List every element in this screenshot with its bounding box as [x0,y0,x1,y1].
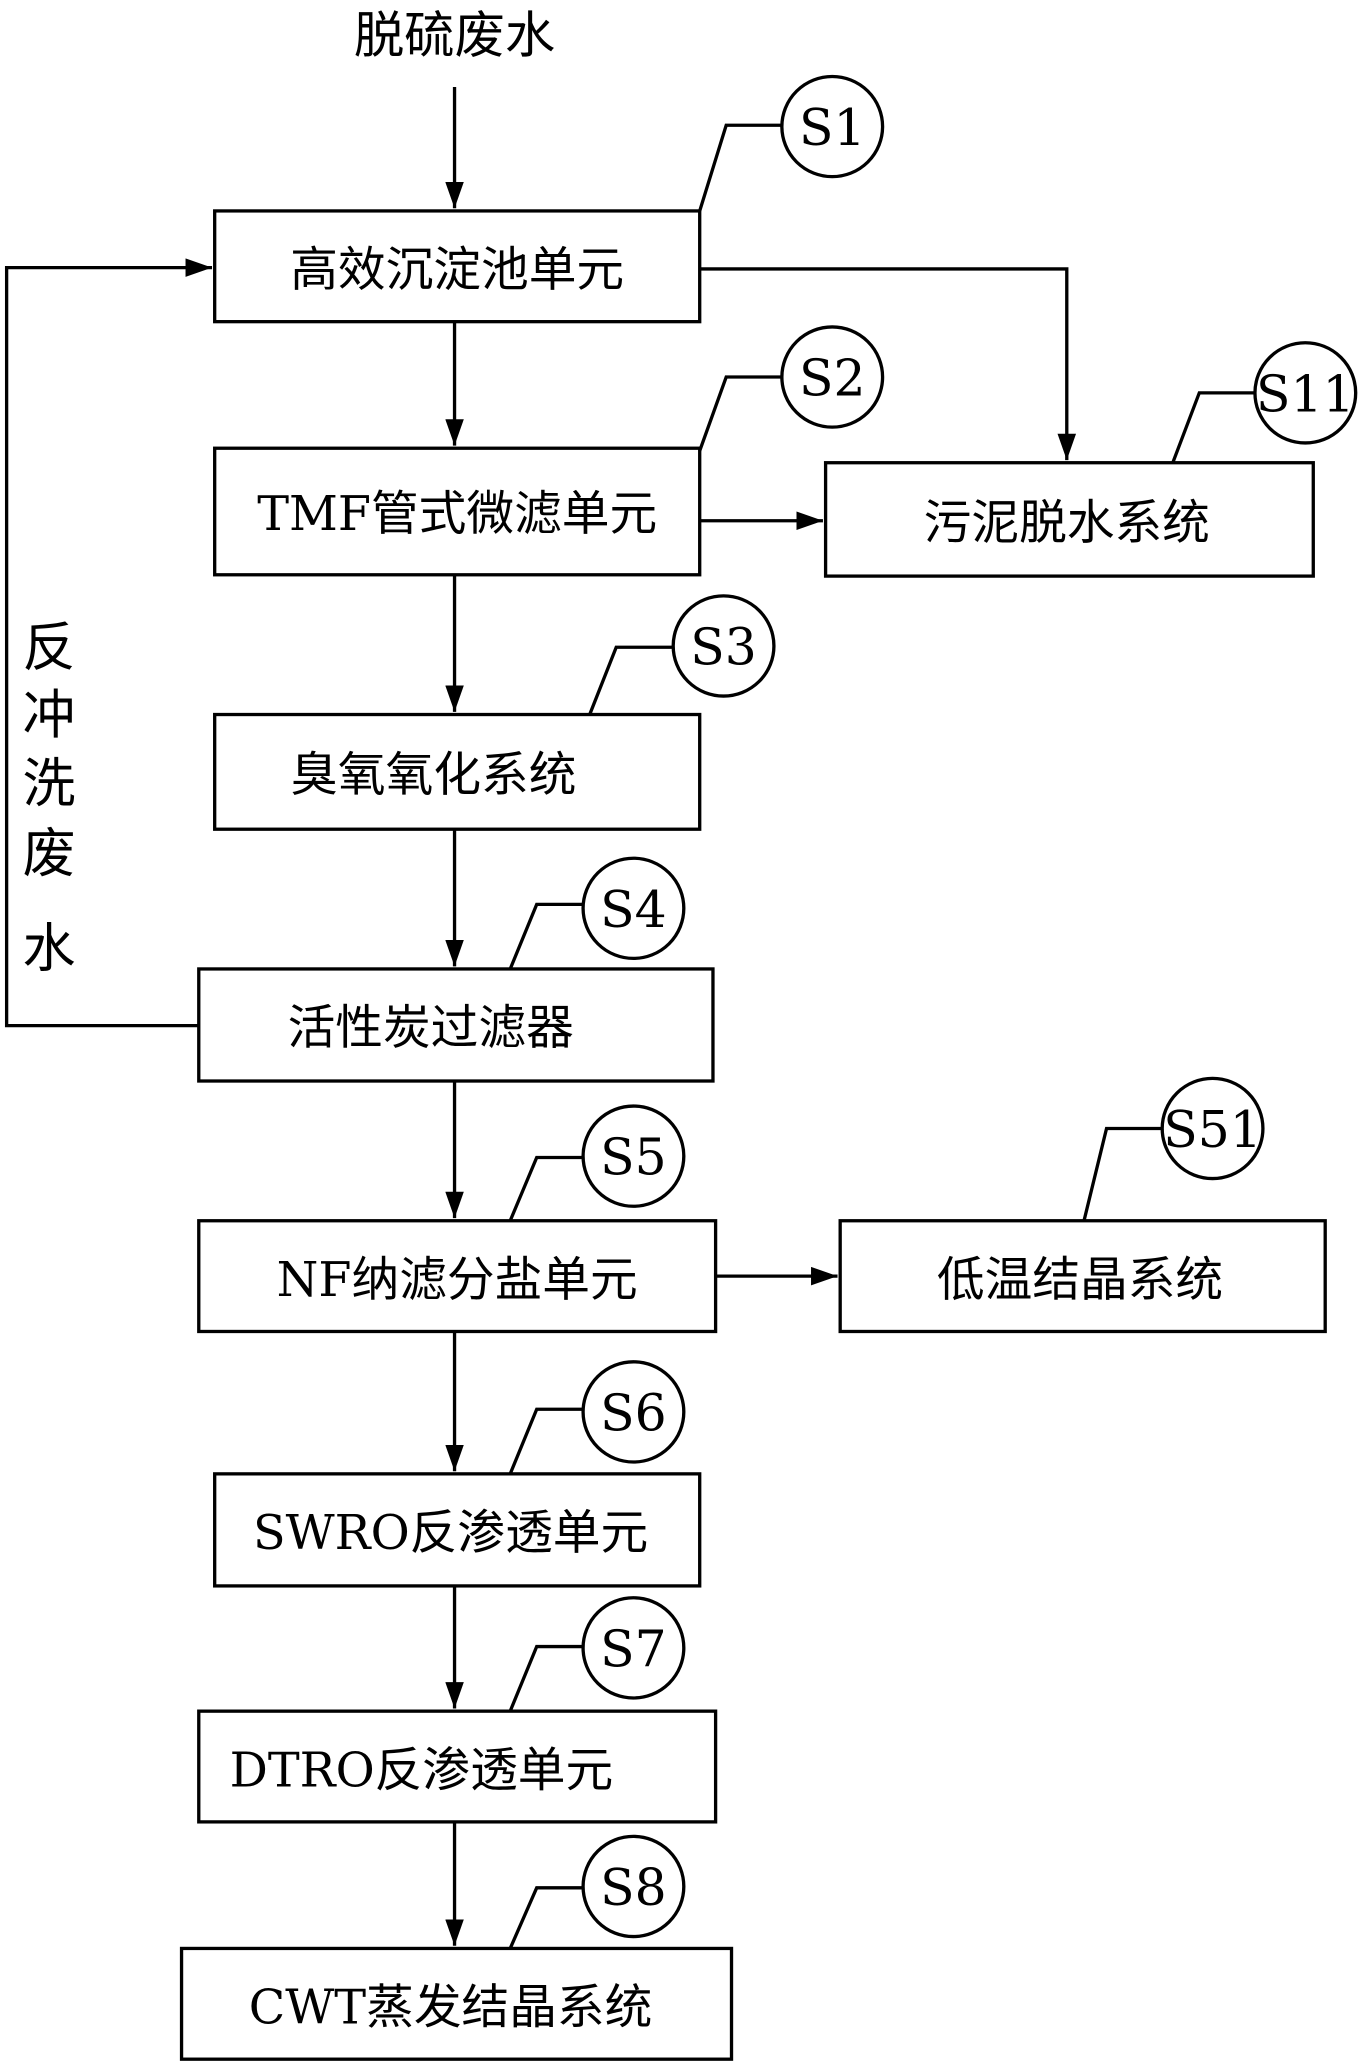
unit-ozone: 臭氧氧化系统 [213,712,702,831]
unit-label: 低温结晶系统 [937,1253,1223,1308]
backwash-label: 反 冲 洗 废 水 [23,618,76,979]
tag-label: S6 [600,1383,667,1442]
arrow-sedimentation-to-sludge [699,267,1077,461]
tag-label: S7 [600,1619,667,1678]
unit-lowtemp: 低温结晶系统 [838,1219,1327,1334]
unit-label: CWT蒸发结晶系统 [249,1981,653,2036]
tag-s4: S4 [508,856,686,970]
tag-label: S2 [799,349,866,408]
tag-s11: S11 [1171,341,1358,464]
tag-s2: S2 [698,325,885,452]
tag-s51: S51 [1082,1076,1265,1222]
unit-swro: SWRO反渗透单元 [213,1472,702,1588]
unit-sludge: 污泥脱水系统 [823,461,1315,578]
input-label: 脱硫废水 [354,6,555,65]
tag-label: S4 [600,880,667,939]
backwash-char: 反 [23,618,76,679]
unit-carbon: 活性炭过滤器 [197,967,715,1083]
tag-s5: S5 [508,1104,686,1222]
unit-nf: NF纳滤分盐单元 [197,1219,718,1334]
tag-s6: S6 [508,1360,686,1475]
backwash-char: 洗 [23,754,76,815]
tag-label: S11 [1256,364,1355,423]
backwash-char: 废 [23,824,76,885]
unit-sedimentation: 高效沉淀池单元 [213,209,702,324]
tag-s3: S3 [588,594,776,716]
connectors [4,87,1077,1946]
backwash-char: 冲 [23,685,76,746]
unit-cwt: CWT蒸发结晶系统 [179,1946,734,2061]
unit-label: TMF管式微滤单元 [257,487,657,542]
tag-s8: S8 [508,1834,686,1950]
tag-label: S3 [690,618,757,677]
tag-label: S8 [600,1858,667,1917]
tag-label: S51 [1163,1100,1262,1159]
unit-label: 污泥脱水系统 [924,496,1210,551]
tag-label: S5 [600,1128,667,1187]
unit-label: NF纳滤分盐单元 [277,1253,638,1308]
arrow-backwash-to-sedimentation [4,258,213,1028]
backwash-char: 水 [23,918,76,979]
tag-s7: S7 [508,1596,686,1712]
tag-label: S1 [799,98,866,157]
unit-label: SWRO反渗透单元 [253,1506,648,1561]
unit-label: 活性炭过滤器 [288,1001,574,1056]
unit-label: 臭氧氧化系统 [290,748,576,803]
unit-dtro: DTRO反渗透单元 [197,1709,718,1824]
unit-tmf: TMF管式微滤单元 [213,446,702,577]
unit-label: 高效沉淀池单元 [290,243,624,298]
tag-s1: S1 [698,74,885,212]
unit-label: DTRO反渗透单元 [230,1743,614,1798]
